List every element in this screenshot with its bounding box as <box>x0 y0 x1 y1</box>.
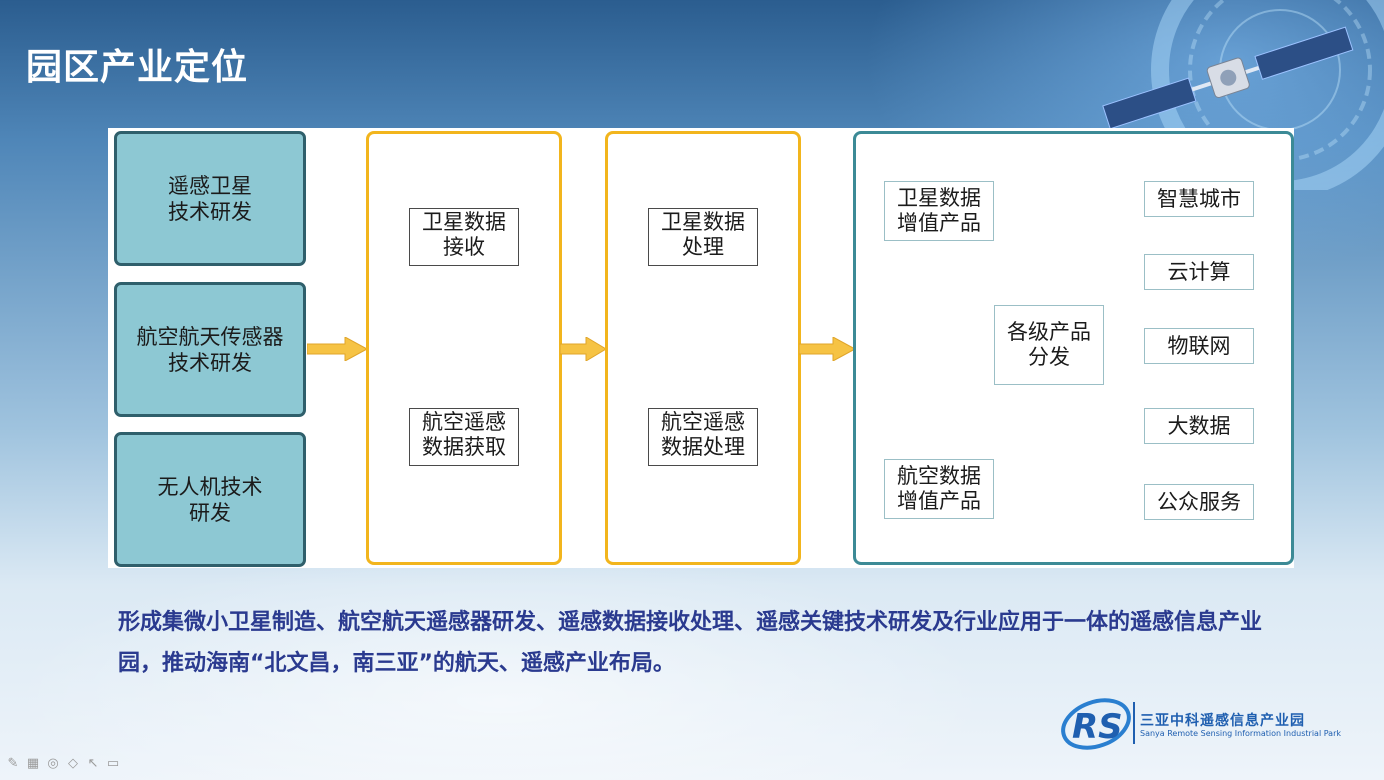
satellite-processing-box: 卫星数据 处理 <box>648 208 758 266</box>
research-box-sensor: 航空航天传感器 技术研发 <box>114 282 306 417</box>
application-iot: 物联网 <box>1144 328 1254 364</box>
video-icon[interactable]: ▭ <box>106 756 120 771</box>
aerial-products-box: 航空数据 增值产品 <box>884 459 994 519</box>
satellite-illustration <box>1102 0 1384 190</box>
eraser-icon[interactable]: ◎ <box>47 756 59 771</box>
satellite-reception-box: 卫星数据 接收 <box>409 208 519 266</box>
flow-arrow-1 <box>307 337 367 361</box>
aerial-acquisition-box: 航空遥感 数据获取 <box>409 408 519 466</box>
pen-icon[interactable]: ✎ <box>7 756 19 771</box>
slide-title: 园区产业定位 <box>26 47 249 88</box>
svg-text:RS: RS <box>1072 707 1123 747</box>
flow-arrow-3 <box>799 337 855 361</box>
application-big-data: 大数据 <box>1144 408 1254 444</box>
reception-column <box>366 131 562 565</box>
research-box-uav: 无人机技术 研发 <box>114 432 306 567</box>
application-cloud-computing: 云计算 <box>1144 254 1254 290</box>
park-logo: RS <box>1061 698 1135 750</box>
application-smart-city: 智慧城市 <box>1144 181 1254 217</box>
logo-name-en: Sanya Remote Sensing Information Industr… <box>1140 729 1341 738</box>
application-public-service: 公众服务 <box>1144 484 1254 520</box>
summary-text: 形成集微小卫星制造、航空航天遥感器研发、遥感数据接收处理、遥感关键技术研发及行业… <box>118 610 1263 676</box>
flow-arrow-2 <box>560 337 606 361</box>
presentation-toolbar: ✎ ▦ ◎ ◇ ↖ ▭ <box>6 756 120 771</box>
aerial-processing-box: 航空遥感 数据处理 <box>648 408 758 466</box>
processing-column <box>605 131 801 565</box>
pointer-icon[interactable]: ↖ <box>87 756 99 771</box>
distribution-box: 各级产品 分发 <box>994 305 1104 385</box>
grid-icon[interactable]: ▦ <box>26 756 40 771</box>
logo-name-cn: 三亚中科遥感信息产业园 <box>1140 713 1305 729</box>
research-box-satellite: 遥感卫星 技术研发 <box>114 131 306 266</box>
highlighter-icon[interactable]: ◇ <box>68 756 78 771</box>
satellite-products-box: 卫星数据 增值产品 <box>884 181 994 241</box>
